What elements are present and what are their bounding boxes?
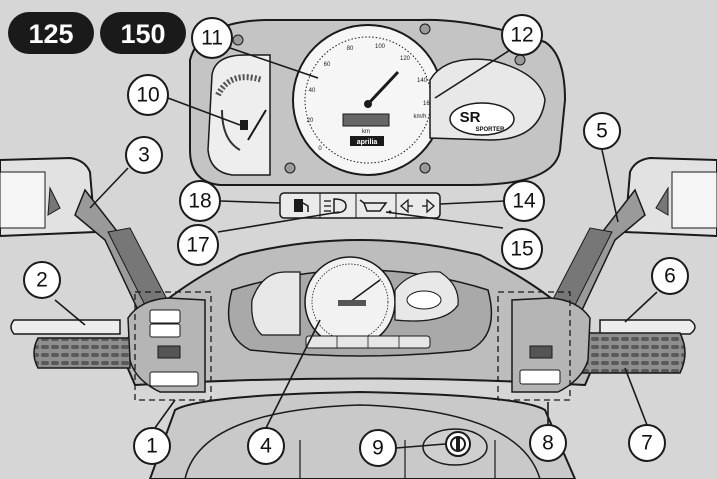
- callout-11-number: 11: [201, 27, 223, 50]
- scale-100: 100: [375, 44, 386, 50]
- callout-5-number: 5: [596, 120, 608, 143]
- fuel-gauge: [207, 54, 271, 176]
- left-switch-block: [127, 297, 206, 393]
- right-handlebar: [497, 291, 696, 401]
- badge-150-label: 150: [120, 19, 165, 49]
- callout-7-number: 7: [641, 432, 653, 455]
- model-badge-150: 150: [100, 12, 186, 54]
- callout-6: 6: [651, 257, 689, 295]
- callout-10-number: 10: [136, 84, 159, 107]
- front-brake-lever: [10, 319, 121, 335]
- callout-10: 10: [127, 74, 169, 116]
- badge-125-label: 125: [28, 19, 73, 49]
- sr-sporter-logo: [449, 102, 515, 136]
- left-switch-highlight: [134, 291, 212, 401]
- callout-18: 18: [179, 180, 221, 222]
- callout-1: 1: [133, 427, 171, 465]
- callout-9: 9: [359, 429, 397, 467]
- callout-9-number: 9: [372, 437, 384, 460]
- left-mirror: [0, 156, 171, 326]
- callout-4: 4: [247, 427, 285, 465]
- callout-18-number: 18: [188, 190, 211, 213]
- scale-160: 160: [423, 101, 434, 107]
- callout-17-number: 17: [186, 234, 209, 257]
- fuel-reserve-warning-icon: [294, 199, 309, 212]
- brand-label: aprilia: [357, 139, 378, 146]
- callout-8-number: 8: [542, 432, 554, 455]
- scale-140: 140: [417, 78, 428, 84]
- callout-8: 8: [529, 424, 567, 462]
- callout-11: 11: [191, 17, 233, 59]
- model-badge-125: 125: [8, 12, 94, 54]
- callout-2: 2: [23, 261, 61, 299]
- scale-40: 40: [309, 88, 316, 94]
- callout-15-number: 15: [510, 238, 533, 261]
- instrument-panel: 0 20 40 60 80 100 120 140 160 km/h km ap…: [189, 18, 567, 219]
- ignition-switch: [422, 428, 488, 466]
- callout-12-number: 12: [510, 24, 533, 47]
- scale-0: 0: [318, 146, 322, 152]
- callout-17: 17: [177, 224, 219, 266]
- scale-60: 60: [324, 62, 331, 68]
- left-grip: [33, 337, 131, 369]
- speed-needle: [366, 70, 400, 106]
- odometer-unit: km: [362, 129, 370, 135]
- callout-7: 7: [628, 424, 666, 462]
- callout-4-number: 4: [260, 435, 272, 458]
- callout-5: 5: [583, 112, 621, 150]
- warning-light-strip: [279, 192, 441, 219]
- callout-12: 12: [501, 14, 543, 56]
- speedometer-scale: 0 20 40 60 80 100 120 140 160: [307, 44, 434, 152]
- logo-text: SR: [460, 109, 481, 126]
- rear-brake-lever: [599, 319, 696, 335]
- dashboard-small: [251, 256, 459, 349]
- turn-signal-indicator-icon: [400, 198, 435, 214]
- scale-120: 120: [400, 56, 411, 62]
- callout-14: 14: [503, 180, 545, 222]
- callout-2-number: 2: [36, 269, 48, 292]
- callout-6-number: 6: [664, 265, 676, 288]
- scale-20: 20: [307, 118, 314, 124]
- fuel-icon: [240, 120, 248, 130]
- callout-3: 3: [125, 136, 163, 174]
- callout-14-number: 14: [512, 190, 536, 213]
- scale-80: 80: [347, 46, 354, 52]
- right-switch-highlight: [497, 291, 571, 401]
- right-mirror: [549, 156, 717, 326]
- throttle-grip: [574, 332, 686, 374]
- callout-1-number: 1: [146, 435, 158, 458]
- odometer: [342, 113, 390, 127]
- callout-15: 15: [501, 228, 543, 270]
- fuel-needle: [247, 109, 267, 141]
- leader-lines: [54, 47, 658, 449]
- unit-label: km/h: [413, 114, 426, 120]
- left-handlebar: [10, 291, 212, 401]
- callout-3-number: 3: [138, 144, 150, 167]
- logo-subtext: SPORTER: [475, 127, 505, 133]
